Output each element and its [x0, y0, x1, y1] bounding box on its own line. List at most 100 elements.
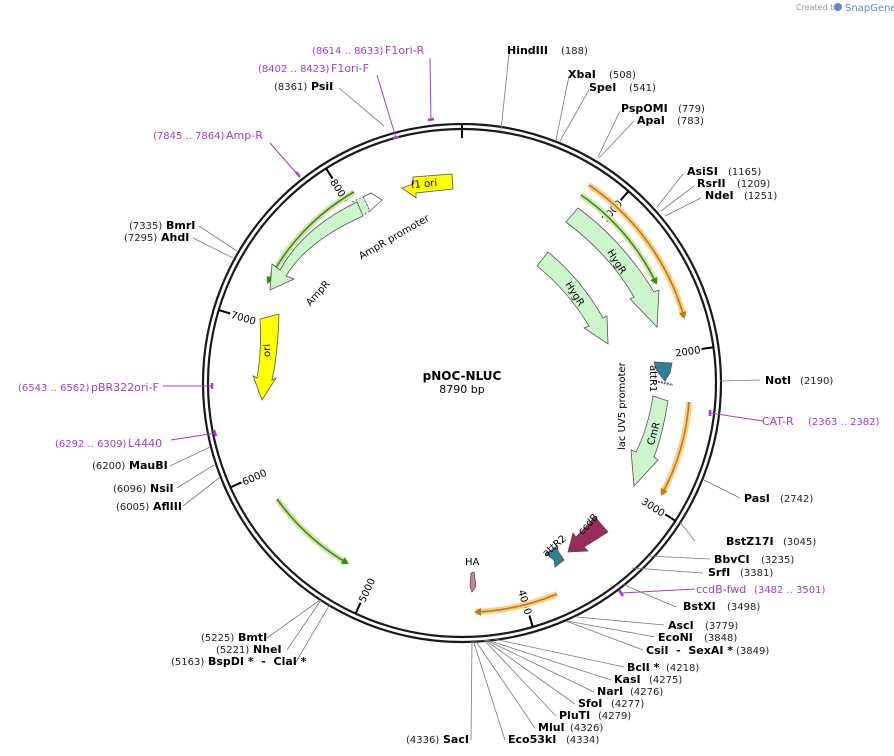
enzyme-bbvci[interactable]: BbvCI(3235) — [714, 553, 794, 566]
svg-text:(5225): (5225) — [201, 633, 234, 644]
svg-text:BspDI * - ClaI *: BspDI * - ClaI * — [208, 655, 307, 668]
svg-text:NarI: NarI — [597, 685, 623, 698]
enzyme-pasi[interactable]: PasI(2742) — [744, 492, 813, 505]
svg-text:AsiSI: AsiSI — [687, 165, 718, 178]
primer-f1ori-r[interactable]: (8614 .. 8633)F1ori-R — [312, 44, 425, 57]
svg-text:AflIII: AflIII — [153, 500, 182, 513]
enzyme-ndei[interactable]: NdeI(1251) — [705, 189, 777, 202]
enzyme-econi[interactable]: EcoNI(3848) — [658, 631, 737, 644]
enzyme-bmti[interactable]: (5225) BmtI — [201, 631, 267, 644]
enzyme-nsii[interactable]: (6096) NsiI — [113, 482, 174, 495]
enzyme-bstz17i[interactable]: BstZ17I(3045) — [726, 535, 816, 548]
svg-text:(4277): (4277) — [611, 699, 644, 710]
svg-text:BbvCI: BbvCI — [714, 553, 750, 566]
primer-labels: (8614 .. 8633)F1ori-R (8402 .. 8423)F1or… — [18, 44, 880, 596]
svg-text:Eco53kI: Eco53kI — [508, 733, 556, 746]
svg-text:NotI: NotI — [765, 374, 791, 387]
enzyme-rsrii[interactable]: RsrII(1209) — [697, 177, 770, 190]
f1-ori-label: f1 ori — [411, 178, 438, 191]
tick-label-2000: 2000 — [675, 345, 702, 359]
attr1-label: attR1 — [647, 365, 658, 392]
attr1-arrow — [653, 361, 673, 382]
primer-ccdb-fwd[interactable]: ccdB-fwd(3482 .. 3501) — [696, 583, 826, 596]
svg-text:(4336): (4336) — [406, 735, 439, 746]
enzyme-csii-sexai[interactable]: CsiI - SexAI *(3849) — [646, 644, 769, 657]
enzyme-hindiii[interactable]: HindIII(188) — [507, 44, 588, 57]
svg-text:NsiI: NsiI — [150, 482, 174, 495]
svg-text:L4440: L4440 — [128, 437, 162, 450]
svg-text:BclI *: BclI * — [627, 661, 660, 674]
tick-label-7000: 7000 — [229, 310, 257, 328]
enzyme-eco53ki[interactable]: Eco53kI(4334) — [508, 733, 599, 746]
enzyme-saci[interactable]: (4336)SacI — [406, 733, 469, 746]
svg-text:F1ori-F: F1ori-F — [331, 62, 369, 75]
primer-f1ori-f[interactable]: (8402 .. 8423)F1ori-F — [258, 62, 369, 75]
primer-pbr322ori-f[interactable]: (6543 .. 6562)pBR322ori-F — [18, 381, 159, 394]
svg-text:(3045): (3045) — [783, 537, 816, 548]
enzyme-labels: HindIII(188) XbaI(508) SpeI(541) PspOMI(… — [92, 44, 833, 746]
ha-tag — [469, 571, 477, 593]
enzyme-bstxi[interactable]: BstXI(3498) — [683, 600, 760, 613]
svg-text:AhdI: AhdI — [161, 231, 189, 244]
svg-text:(3779): (3779) — [705, 621, 738, 632]
enzyme-nhei[interactable]: (5221)NheI — [216, 643, 282, 656]
svg-text:SrfI: SrfI — [708, 566, 730, 579]
enzyme-sfoi[interactable]: SfoI (4277) — [578, 697, 644, 710]
svg-text:BmtI: BmtI — [238, 631, 267, 644]
svg-text:MauBI: MauBI — [129, 459, 168, 472]
enzyme-pspomi[interactable]: PspOMI(779) — [621, 102, 705, 115]
tick-mark-1000 — [619, 190, 630, 201]
tick-label-6000: 6000 — [241, 468, 269, 488]
feature-shapes — [252, 173, 674, 593]
enzyme-xbai[interactable]: XbaI(508) — [568, 68, 636, 81]
primer-marks — [210, 117, 712, 597]
svg-text:CAT-R: CAT-R — [762, 415, 794, 428]
svg-text:(8361): (8361) — [274, 82, 307, 93]
orf-arrow-hygr — [580, 194, 658, 285]
enzyme-apai[interactable]: ApaI(783) — [637, 114, 704, 127]
enzyme-mlui[interactable]: MluI(4326) — [538, 721, 603, 734]
svg-text:F1ori-R: F1ori-R — [385, 44, 425, 57]
svg-text:PasI: PasI — [744, 492, 770, 505]
svg-text:(6096): (6096) — [113, 484, 146, 495]
enzyme-nari[interactable]: NarI (4276) — [597, 685, 663, 698]
svg-text:SfoI: SfoI — [578, 697, 602, 710]
svg-text:(4326): (4326) — [570, 723, 603, 734]
enzyme-bspdi-clai[interactable]: (5163)BspDI * - ClaI * — [171, 655, 307, 668]
orf-arrow-bottom-left — [276, 498, 349, 565]
primer-cat-r[interactable]: CAT-R(2363 .. 2382) — [762, 415, 880, 428]
svg-text:(4276): (4276) — [630, 687, 663, 698]
primer-amp-r[interactable]: (7845 .. 7864)Amp-R — [153, 129, 263, 142]
svg-text:(6292 .. 6309): (6292 .. 6309) — [55, 439, 127, 450]
svg-text:CsiI - SexAI *: CsiI - SexAI * — [646, 644, 733, 657]
tick-mark-3000 — [664, 513, 676, 522]
svg-text:(4218): (4218) — [666, 663, 699, 674]
enzyme-psii[interactable]: (8361)PsiI — [274, 80, 333, 93]
enzyme-ahdi[interactable]: (7295)AhdI — [124, 231, 189, 244]
enzyme-bcli[interactable]: BclI * (4218) — [627, 661, 699, 674]
primer-l4440[interactable]: (6292 .. 6309)L4440 — [55, 437, 162, 450]
enzyme-srfi[interactable]: SrfI(3381) — [708, 566, 773, 579]
enzyme-kasi[interactable]: KasI(4275) — [614, 673, 682, 686]
orf-highlight-bottom — [475, 591, 559, 615]
enzyme-afliii[interactable]: (6005) AflIII — [116, 500, 182, 513]
enzyme-pluti[interactable]: PluTI(4279) — [559, 709, 631, 722]
svg-text:(8614 .. 8633): (8614 .. 8633) — [312, 46, 384, 57]
attr1-site-mark — [654, 380, 674, 386]
orf-arrow-bottom — [474, 593, 558, 616]
ampr-label: AmpR — [304, 279, 332, 309]
tick-label-5000: 5000 — [357, 577, 378, 605]
enzyme-spei[interactable]: SpeI(541) — [589, 81, 656, 94]
svg-text:(6005): (6005) — [116, 502, 149, 513]
svg-text:ccdB-fwd: ccdB-fwd — [696, 583, 746, 596]
plasmid-length: 8790 bp — [439, 383, 484, 396]
enzyme-asci[interactable]: AscI(3779) — [668, 619, 738, 632]
enzyme-bmri[interactable]: (7335)BmrI — [129, 219, 195, 232]
ampr-promoter-label: AmpR promoter — [357, 213, 432, 263]
orf-arrow-top-right — [588, 184, 687, 319]
enzyme-noti[interactable]: NotI(2190) — [765, 374, 833, 387]
enzyme-maubi[interactable]: (6200)MauBI — [92, 459, 168, 472]
enzyme-asisi[interactable]: AsiSI(1165) — [687, 165, 761, 178]
tick-mark-6000 — [230, 481, 242, 489]
svg-text:(5221): (5221) — [216, 645, 249, 656]
